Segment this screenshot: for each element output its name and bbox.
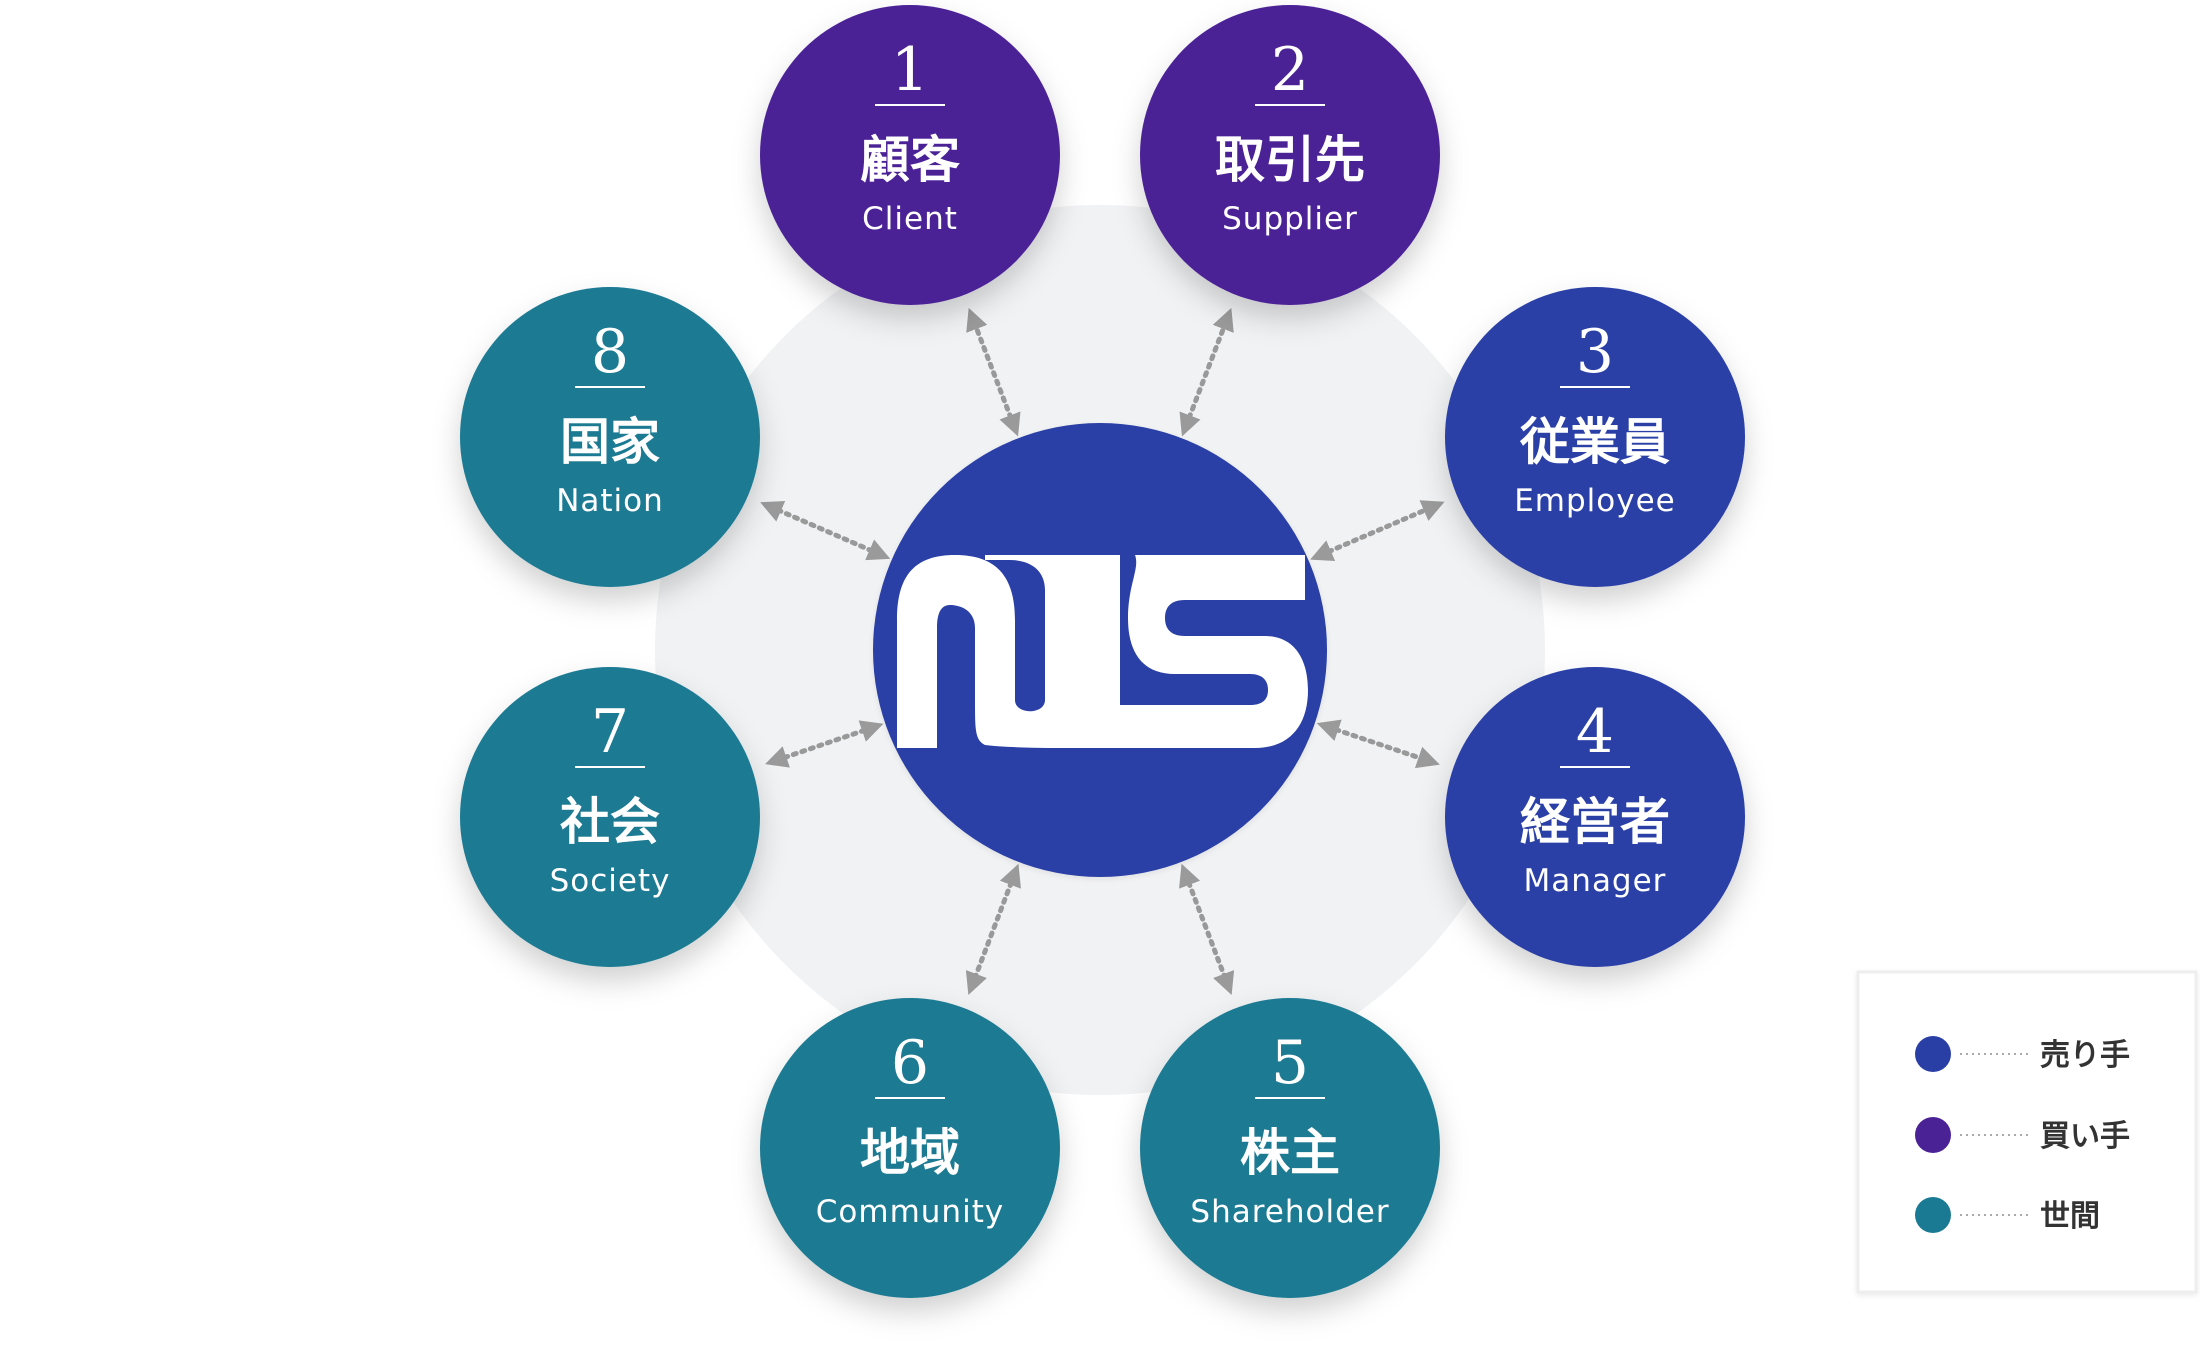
legend-item: 売り手 xyxy=(1915,1036,2130,1073)
stakeholder-node-shareholder: 5 株主 Shareholder xyxy=(1140,998,1440,1298)
stakeholder-node-community: 6 地域 Community xyxy=(760,998,1060,1298)
node-label-en: Manager xyxy=(1524,863,1667,899)
connector-arrow xyxy=(1310,500,1445,562)
node-number: 5 xyxy=(1271,1028,1309,1098)
connector-arrow xyxy=(764,720,884,768)
node-label-en: Nation xyxy=(556,483,664,519)
legend-label: 買い手 xyxy=(2040,1119,2130,1154)
node-circle xyxy=(1445,287,1745,587)
connector-arrow xyxy=(1179,307,1234,437)
node-circle xyxy=(1140,998,1440,1298)
node-number: 2 xyxy=(1271,35,1309,105)
node-label-jp: 経営者 xyxy=(1520,793,1670,851)
node-circle xyxy=(1140,5,1440,305)
node-label-jp: 地域 xyxy=(860,1124,960,1182)
node-label-en: Community xyxy=(816,1194,1004,1230)
stakeholder-node-society: 7 社会 Society xyxy=(460,667,760,967)
connector-arrow xyxy=(760,500,891,561)
connector-arrow xyxy=(1179,863,1235,996)
node-number: 8 xyxy=(591,317,629,387)
legend-swatch xyxy=(1915,1036,1951,1072)
legend-box xyxy=(1856,970,2198,1294)
node-number: 4 xyxy=(1576,697,1614,767)
stakeholder-node-manager: 4 経営者 Manager xyxy=(1445,667,1745,967)
node-label-en: Shareholder xyxy=(1190,1194,1389,1230)
legend-swatch xyxy=(1915,1197,1951,1233)
node-circle xyxy=(460,667,760,967)
legend-swatch xyxy=(1915,1117,1951,1153)
node-label-en: Supplier xyxy=(1222,201,1358,237)
node-label-jp: 従業員 xyxy=(1519,413,1670,471)
node-number: 7 xyxy=(591,697,629,767)
node-circle xyxy=(1445,667,1745,967)
node-label-jp: 取引先 xyxy=(1215,131,1365,189)
node-label-jp: 社会 xyxy=(560,793,660,851)
node-number: 1 xyxy=(891,35,929,105)
node-circle xyxy=(760,5,1060,305)
stakeholder-node-client: 1 顧客 Client xyxy=(760,5,1060,305)
stakeholder-node-employee: 3 従業員 Employee xyxy=(1445,287,1745,587)
logo-s-shape xyxy=(1080,555,1308,748)
node-label-en: Client xyxy=(862,201,958,237)
connector-arrows xyxy=(760,307,1445,996)
node-label-jp: 株主 xyxy=(1240,1124,1340,1182)
stakeholder-nodes: 1 顧客 Client 2 取引先 Supplier 3 従業員 Employee 4 経営者 Man… xyxy=(460,5,1745,1298)
center-logo xyxy=(873,423,1327,877)
legend-item: 買い手 xyxy=(1915,1117,2130,1154)
connector-arrow xyxy=(1316,719,1440,769)
stakeholder-node-supplier: 2 取引先 Supplier xyxy=(1140,5,1440,305)
node-number: 3 xyxy=(1576,317,1614,387)
legend-label: 売り手 xyxy=(2040,1038,2130,1073)
node-label-en: Employee xyxy=(1514,483,1676,519)
logo-n-shape xyxy=(897,555,1120,748)
node-number: 6 xyxy=(891,1028,929,1098)
legend-item: 世間 xyxy=(1915,1197,2100,1234)
node-circle xyxy=(460,287,760,587)
node-label-jp: 顧客 xyxy=(860,131,960,189)
connector-arrow xyxy=(965,863,1021,996)
legend-label: 世間 xyxy=(2040,1199,2100,1234)
stakeholder-node-nation: 8 国家 Nation xyxy=(460,287,760,587)
node-circle xyxy=(760,998,1060,1298)
connector-arrow xyxy=(966,307,1021,437)
node-label-jp: 国家 xyxy=(560,413,660,471)
node-label-en: Society xyxy=(550,863,671,899)
